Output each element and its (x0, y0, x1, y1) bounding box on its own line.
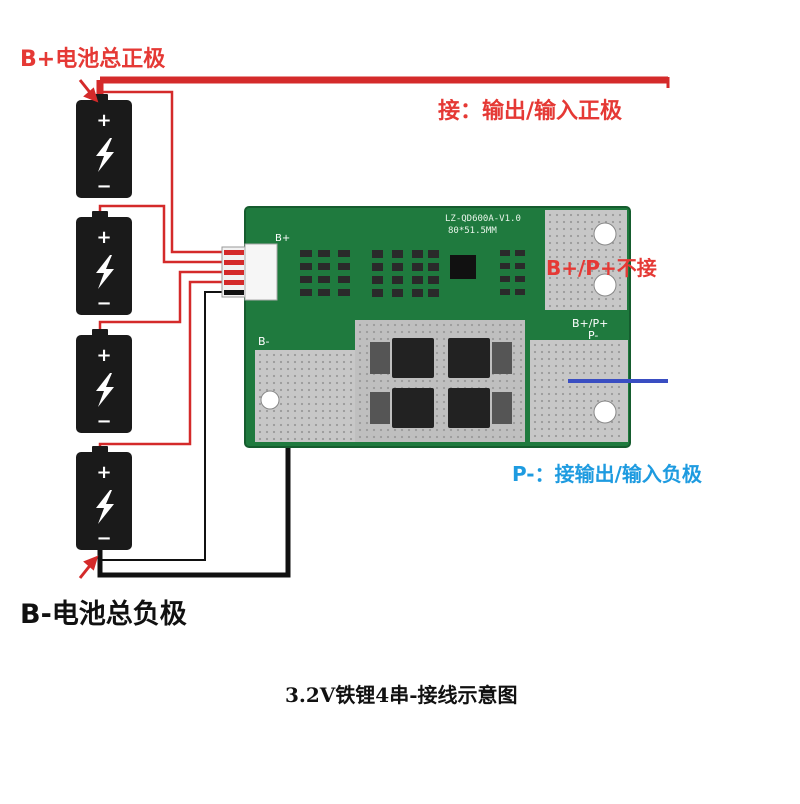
board-model: LZ-QD600A-V1.0 (445, 214, 521, 224)
cell-plus-sign: + (96, 345, 111, 366)
mosfet (448, 388, 490, 428)
battery-cell: +− (76, 211, 132, 315)
bms-board: LZ-QD600A-V1.0 80*51.5MM B+ B- B+/P+ P- (221, 206, 631, 448)
silk-bplus: B+ (275, 233, 290, 244)
main-negative-wire (97, 400, 291, 578)
lightning-icon (96, 138, 114, 172)
arrow-bplus (78, 79, 99, 103)
silk-pminus: P- (588, 329, 598, 342)
arrow-bminus (78, 555, 99, 579)
silk-bminus: B- (258, 335, 270, 348)
balance-connector (221, 243, 278, 301)
cell-minus-sign: − (96, 528, 111, 549)
mount-hole (260, 390, 280, 410)
mosfet (392, 338, 434, 378)
pad-pminus (530, 340, 628, 442)
cell-minus-sign: − (96, 176, 111, 197)
silk-bp-pp: B+/P+ (572, 317, 608, 330)
mount-hole (593, 222, 617, 246)
mosfet (448, 338, 490, 378)
battery-stack: +−+−+−+− (76, 94, 132, 550)
board-size: 80*51.5MM (448, 226, 497, 236)
lightning-icon (96, 255, 114, 289)
label-bp-no-connect: B+/P+不接 (546, 256, 657, 280)
battery-cell: +− (76, 329, 132, 433)
label-b-plus-total: B+电池总正极 (20, 47, 166, 72)
cell-plus-sign: + (96, 227, 111, 248)
caption: 3.2V铁锂4串-接线示意图 (285, 683, 518, 707)
cell-minus-sign: − (96, 411, 111, 432)
mosfets (370, 338, 512, 428)
label-b-minus-total: B-电池总负极 (20, 599, 187, 630)
cell-minus-sign: − (96, 293, 111, 314)
cell-plus-sign: + (96, 462, 111, 483)
mosfet (392, 388, 434, 428)
cell-plus-sign: + (96, 110, 111, 131)
label-output-positive: 接：输出/输入正极 (438, 99, 623, 124)
lightning-icon (96, 373, 114, 407)
label-p-minus: P-：接输出/输入负极 (512, 462, 702, 486)
battery-cell: +− (76, 94, 132, 198)
battery-cell: +− (76, 446, 132, 550)
ic-chip (450, 255, 476, 279)
mount-hole (593, 273, 617, 297)
black-sense-wire (100, 291, 226, 561)
lightning-icon (96, 490, 114, 524)
mount-hole (593, 400, 617, 424)
